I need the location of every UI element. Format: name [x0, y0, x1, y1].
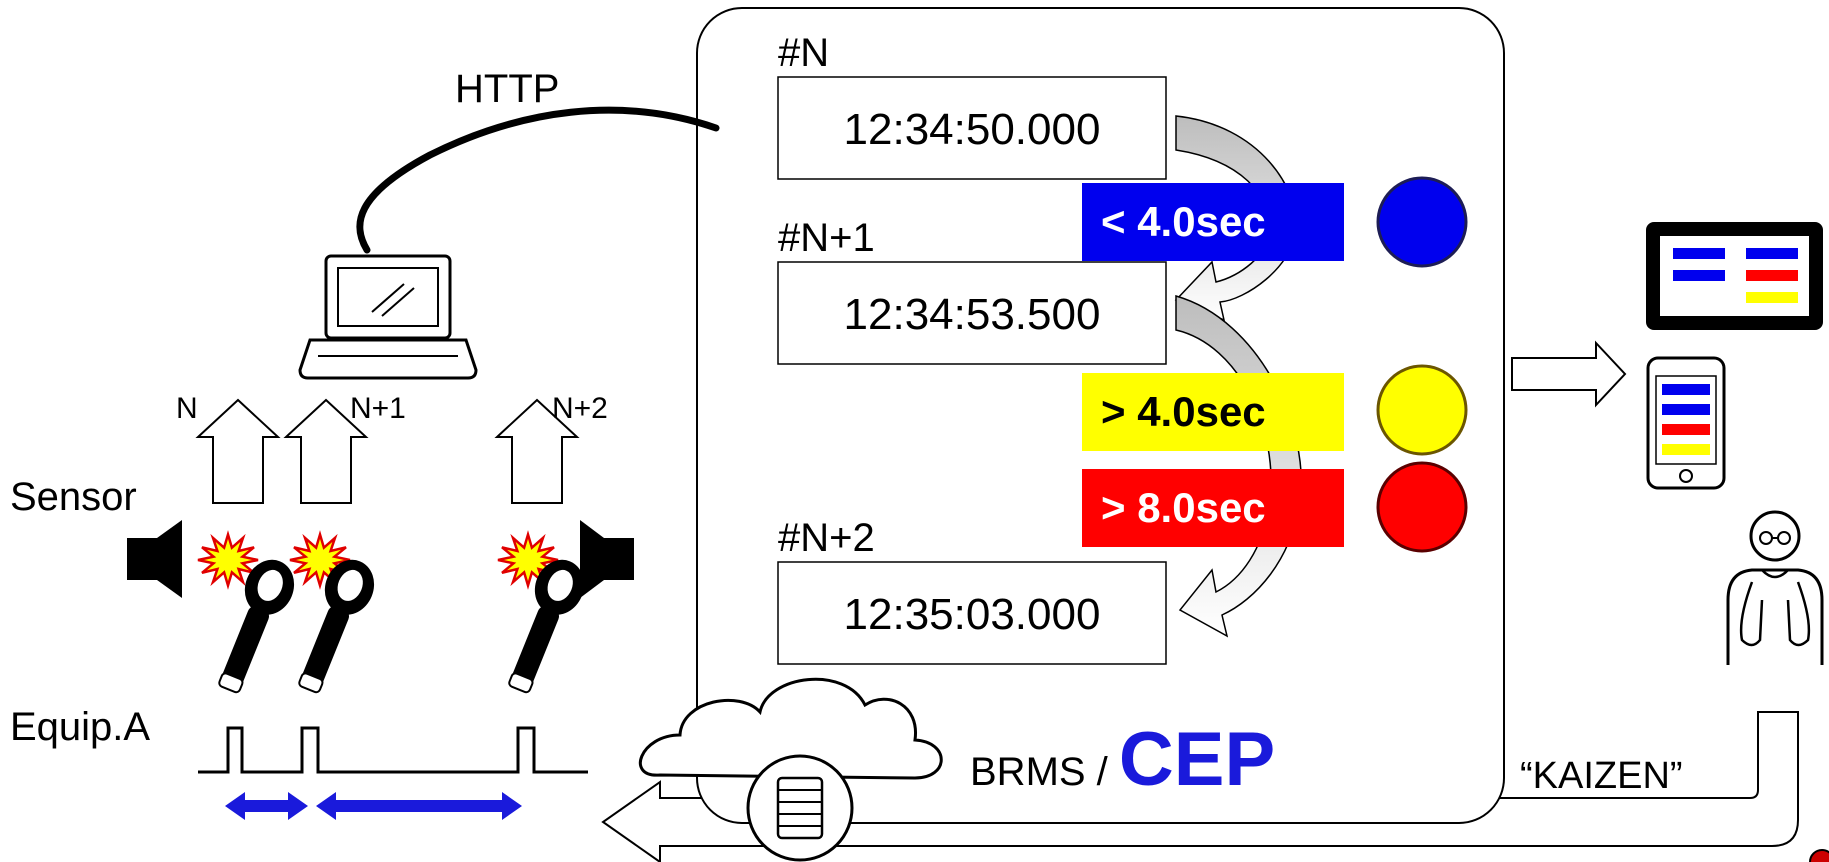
event-time-n2: 12:35:03.000 [844, 590, 1101, 639]
rule-label-over-4s: > 4.0sec [1101, 388, 1266, 435]
event-box-n [777, 76, 1167, 180]
event-id-n: #N [778, 31, 829, 75]
sensor-signal-arrows [195, 398, 580, 504]
event-id-n1: #N+1 [778, 216, 875, 260]
signal-light-blue [1376, 176, 1468, 268]
engine-label: BRMS / CEP [970, 717, 1275, 802]
cloud-storage-icon [638, 677, 943, 862]
sensor-emitter-icon [127, 520, 182, 598]
interval-indicators [225, 792, 522, 820]
rule-badge-over-4s [1082, 373, 1344, 451]
rule-badge-under-4s [1082, 183, 1344, 261]
tool-pin-2 [298, 559, 375, 694]
signal-light-red [1376, 461, 1468, 553]
kaizen-return-path [601, 711, 1799, 862]
equipment-tools [218, 559, 585, 694]
kaizen-label: “KAIZEN” [1520, 755, 1683, 797]
equipment-pulse-waveform [198, 726, 588, 774]
engine-prefix: BRMS / [970, 750, 1119, 794]
tool-pin-1 [218, 559, 295, 694]
rule-badge-over-8s [1082, 469, 1344, 547]
event-box-n1 [777, 261, 1167, 365]
operator-person-icon [1726, 510, 1824, 665]
equipment-label: Equip.A [10, 705, 150, 749]
event-time-n1: 12:34:53.500 [844, 290, 1101, 339]
rule-label-over-8s: > 8.0sec [1101, 484, 1266, 531]
sensor-arrow-label-n1: N+1 [350, 392, 406, 425]
rule-label-under-4s: < 4.0sec [1101, 198, 1266, 245]
sensor-arrow-label-n: N [176, 392, 198, 425]
http-cable [356, 106, 720, 254]
engine-name: CEP [1119, 717, 1275, 802]
spark-burst-1 [197, 530, 259, 590]
tool-pin-3 [508, 559, 585, 694]
signal-light-yellow [1376, 364, 1468, 456]
laptop-icon [298, 254, 478, 380]
smartphone-dashboard-icon [1646, 356, 1726, 490]
output-arrow [1511, 340, 1627, 408]
event-id-n2: #N+2 [778, 516, 875, 560]
corner-marker-dot [1809, 849, 1829, 862]
event-box-n2 [777, 561, 1167, 665]
sensor-label: Sensor [10, 475, 137, 519]
sensor-receiver-icon [580, 520, 634, 598]
sensor-arrow-label-n2: N+2 [552, 392, 608, 425]
tablet-dashboard-icon [1646, 222, 1823, 330]
http-label: HTTP [455, 67, 559, 111]
event-time-n: 12:34:50.000 [844, 105, 1101, 154]
